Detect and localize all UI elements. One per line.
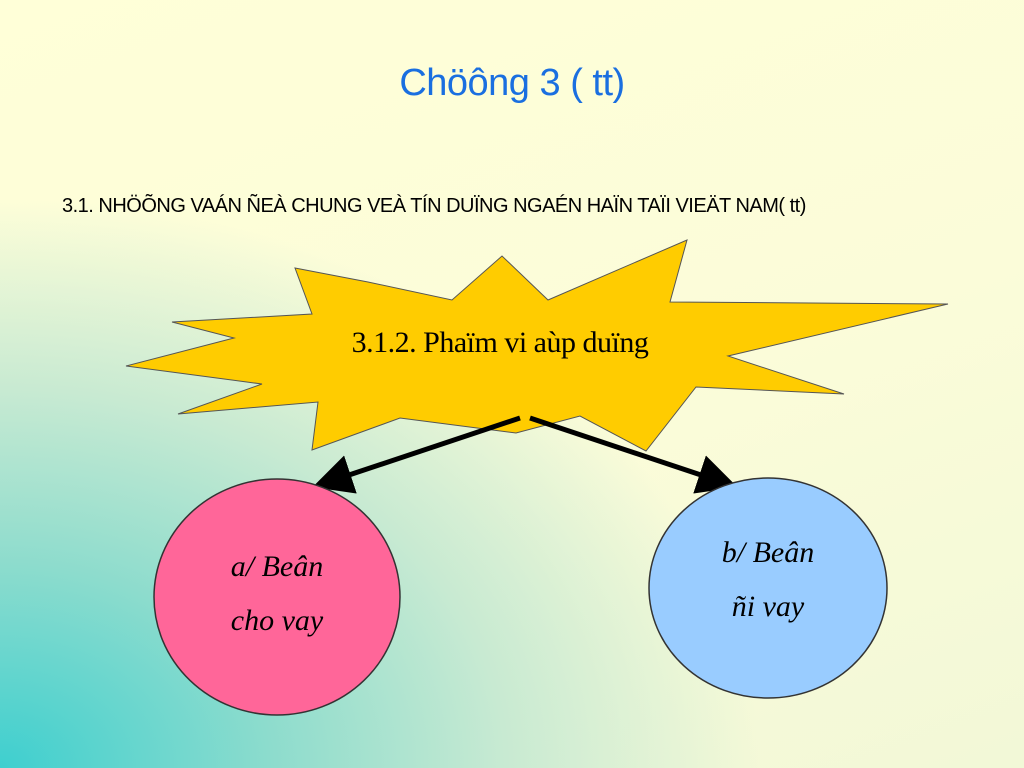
lender-label-line1: a/ Beân <box>230 550 324 583</box>
arrow-to-right-circle <box>529 415 738 494</box>
borrower-label-line1: b/ Beân <box>721 536 815 569</box>
slide-title: Chöông 3 ( tt) <box>399 62 625 104</box>
arrow-to-left-circle <box>312 415 521 494</box>
lender-circle <box>153 478 401 716</box>
borrower-label-line2: ñi vay <box>731 590 805 623</box>
explosion-burst <box>125 239 949 452</box>
borrower-circle <box>648 477 888 699</box>
lender-label-line2: cho vay <box>230 604 324 637</box>
borrower-label: b/ Beân ñi vay <box>650 526 886 634</box>
lender-label: a/ Beân cho vay <box>157 540 397 648</box>
section-heading: 3.1. NHÖÕNG VAÁN ÑEÀ CHUNG VEÀ TÍN DUÏNG… <box>62 195 806 217</box>
burst-label: 3.1.2. Phaïm vi aùp duïng <box>351 326 649 359</box>
